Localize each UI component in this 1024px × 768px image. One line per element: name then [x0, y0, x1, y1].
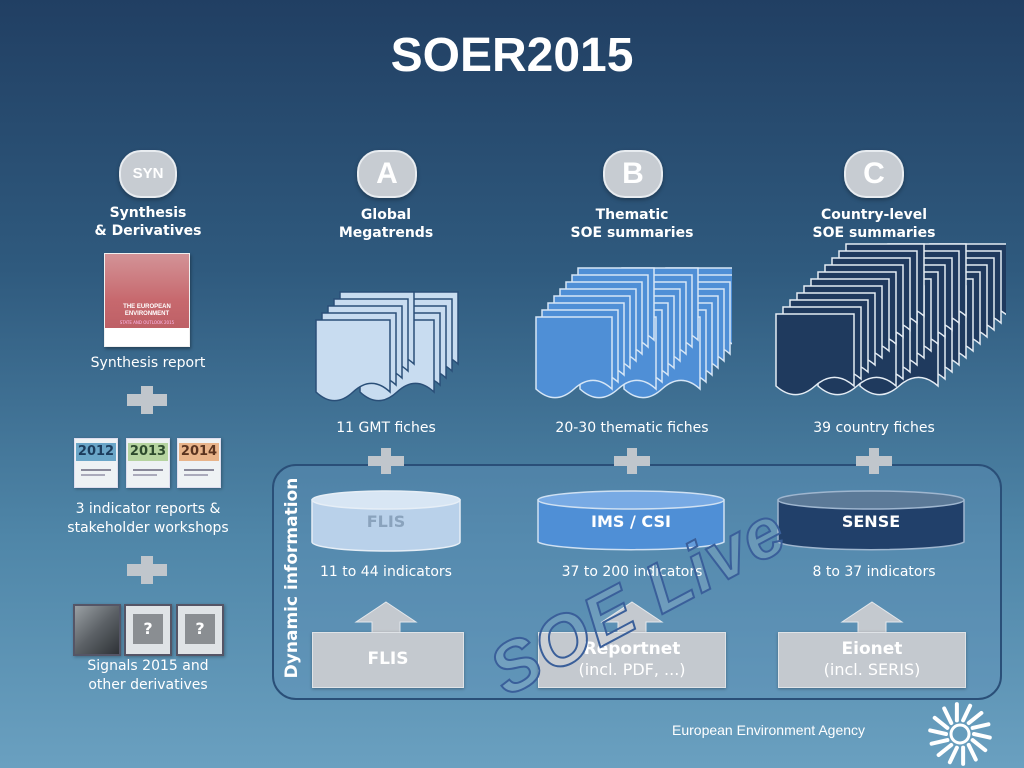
a-heading-line2: Megatrends	[338, 225, 434, 241]
report-cover-subtitle: STATE AND OUTLOOK 2015	[119, 320, 175, 325]
a-heading-line1: Global	[360, 207, 412, 223]
signals-caption-line2: other derivatives	[88, 677, 208, 693]
report-cover-band	[105, 328, 189, 346]
c-indicators-caption: 8 to 37 indicators	[812, 564, 936, 580]
syn-badge: SYN	[119, 150, 177, 198]
eea-logo-icon	[928, 702, 992, 766]
text-line	[81, 474, 105, 476]
indicator-caption: 3 indicator reports & stakeholder worksh…	[48, 500, 248, 538]
flis-source-box: FLIS	[312, 632, 464, 688]
logo-ray	[961, 703, 973, 723]
plus-icon	[614, 448, 650, 474]
indicator-report-2014: 2014	[177, 438, 221, 488]
eionet-source-label: Eionet	[841, 639, 903, 659]
plus-icon	[856, 448, 892, 474]
text-line	[184, 474, 208, 476]
reportnet-source-label: Reportnet	[583, 639, 681, 659]
b-heading-line2: SOE summaries	[570, 225, 694, 241]
plus-icon	[127, 386, 167, 414]
text-line	[133, 469, 163, 471]
fiche-page	[775, 313, 855, 396]
derivative-unknown-1: ?	[124, 604, 172, 656]
indicator-report-2013: 2013	[126, 438, 170, 488]
eea-footer-text: European Environment Agency	[672, 722, 866, 738]
gmt-fiche-stack	[315, 291, 459, 402]
dynamic-information-label: Dynamic information	[282, 477, 302, 679]
fiche-page	[315, 319, 391, 402]
sense-database-icon: SENSE	[776, 490, 965, 552]
sense-database-label: SENSE	[841, 512, 901, 531]
b-badge: B	[603, 150, 663, 198]
logo-ring	[949, 723, 971, 745]
a-fiches-caption: 11 GMT fiches	[336, 420, 436, 436]
up-arrow-icon	[354, 601, 418, 634]
logo-ray	[928, 728, 948, 736]
b-fiches-caption: 20-30 thematic fiches	[555, 420, 709, 436]
slide-title: SOER2015	[390, 29, 634, 82]
signals-caption-line1: Signals 2015 and	[87, 658, 209, 674]
a-indicators-caption: 11 to 44 indicators	[320, 564, 452, 580]
flis-source-label: FLIS	[367, 649, 409, 669]
derivative-unknown-2: ?	[176, 604, 224, 656]
logo-ray	[970, 722, 991, 730]
c-badge: C	[844, 150, 904, 198]
logo-ray	[942, 706, 954, 726]
logo-ray	[929, 738, 950, 746]
syn-heading-line2: & Derivatives	[94, 223, 202, 239]
year-label: 2012	[76, 443, 116, 461]
c-heading: Country-level SOE summaries	[794, 206, 954, 242]
question-icon: ?	[185, 614, 215, 644]
synthesis-report-caption: Synthesis report	[90, 355, 206, 371]
up-arrow-icon	[600, 601, 664, 634]
a-badge: A	[357, 150, 417, 198]
year-label: 2014	[179, 443, 219, 461]
eionet-source-sublabel: (incl. SERIS)	[823, 660, 921, 679]
fiche-page	[535, 316, 613, 399]
logo-ray	[966, 710, 984, 726]
syn-heading-line1: Synthesis	[109, 205, 187, 221]
logo-ray	[972, 732, 992, 740]
logo-ray	[936, 742, 954, 758]
reportnet-source-box: Reportnet (incl. PDF, ...)	[538, 632, 726, 688]
logo-ray	[966, 742, 978, 762]
eionet-source-box: Eionet (incl. SERIS)	[778, 632, 966, 688]
indicator-caption-line2: stakeholder workshops	[67, 520, 229, 536]
flis-database-icon: FLIS	[310, 490, 462, 552]
b-heading-line1: Thematic	[595, 207, 669, 223]
indicator-report-2012: 2012	[74, 438, 118, 488]
text-line	[184, 469, 214, 471]
text-line	[133, 474, 157, 476]
c-heading-line1: Country-level	[820, 207, 928, 223]
a-heading: Global Megatrends	[306, 206, 466, 242]
text-line	[81, 469, 111, 471]
ims-csi-database-icon: IMS / CSI	[536, 490, 725, 552]
year-label: 2013	[128, 443, 168, 461]
logo-ray	[932, 715, 950, 730]
b-heading: Thematic SOE summaries	[552, 206, 712, 242]
signals-caption: Signals 2015 and other derivatives	[48, 657, 248, 695]
synthesis-report-cover: THE EUROPEAN ENVIRONMENT STATE AND OUTLO…	[104, 253, 190, 347]
signals-cover-photo	[73, 604, 121, 656]
ims-csi-database-label: IMS / CSI	[591, 512, 671, 531]
report-cover-title: THE EUROPEAN ENVIRONMENT	[123, 304, 171, 317]
c-heading-line2: SOE summaries	[812, 225, 936, 241]
logo-ray	[970, 738, 988, 753]
plus-icon	[368, 448, 404, 474]
c-fiches-caption: 39 country fiches	[813, 420, 935, 436]
up-arrow-icon	[840, 601, 904, 634]
syn-heading: Synthesis & Derivatives	[68, 204, 228, 240]
logo-ray	[947, 745, 959, 765]
thematic-fiche-stack	[535, 267, 732, 399]
indicator-caption-line1: 3 indicator reports &	[75, 501, 221, 517]
question-icon: ?	[133, 614, 163, 644]
plus-icon	[127, 556, 167, 584]
reportnet-source-sublabel: (incl. PDF, ...)	[578, 660, 686, 679]
flis-database-label: FLIS	[366, 512, 406, 531]
country-fiche-stack	[775, 243, 1006, 396]
b-indicators-caption: 37 to 200 indicators	[561, 564, 703, 580]
